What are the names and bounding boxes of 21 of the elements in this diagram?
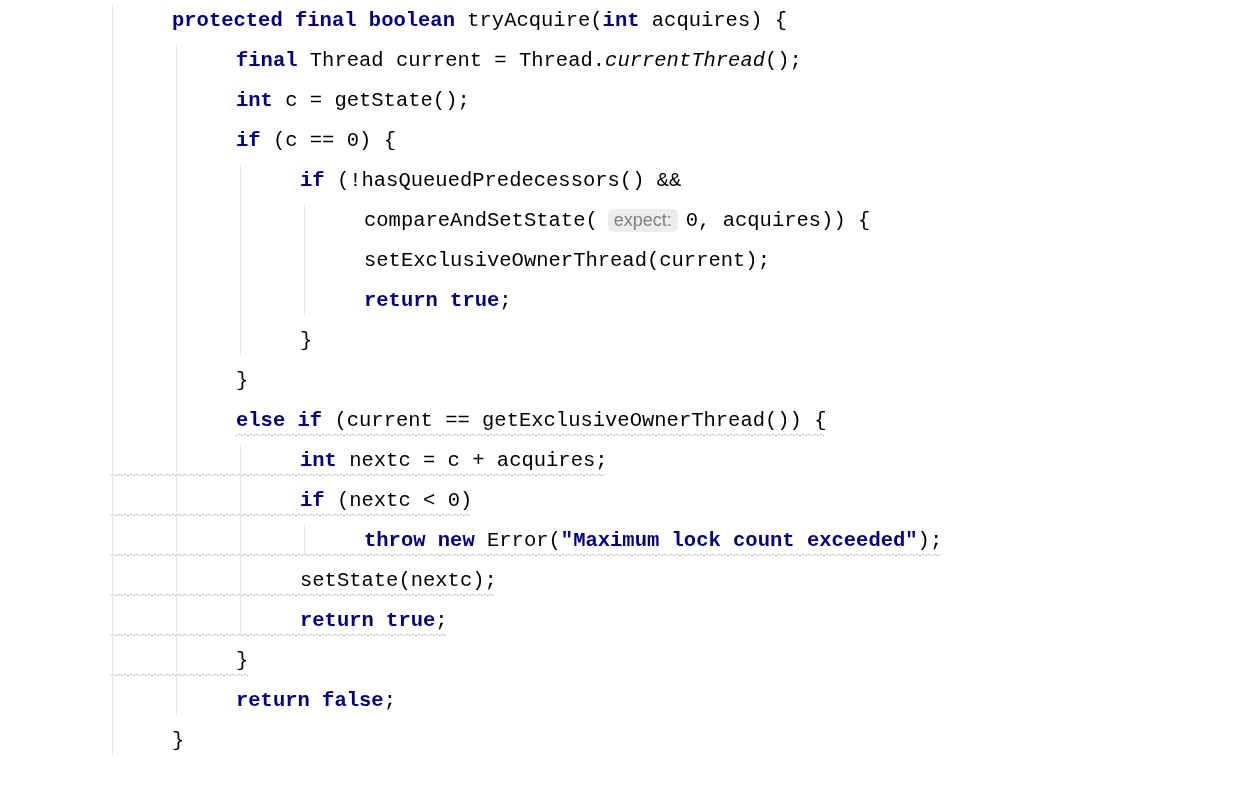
code-line: compareAndSetState( xyxy=(364,208,598,232)
code-line: setExclusiveOwnerThread(current); xyxy=(364,248,770,272)
code-line: int nextc = c + acquires; xyxy=(300,448,608,472)
code-line: if (c == 0) { xyxy=(236,128,396,152)
code-line: setState(nextc); xyxy=(300,568,497,592)
code-line: int c = getState(); xyxy=(236,88,470,112)
parameter-hint: expect: xyxy=(607,208,678,232)
code-line: if (nextc < 0) xyxy=(300,488,473,512)
code-line: else if (current == getExclusiveOwnerThread()) { xyxy=(236,408,827,432)
code-line: } xyxy=(300,328,313,352)
code-line: 0, acquires)) { xyxy=(685,208,871,232)
code-line: final Thread current = Thread.currentThread(); xyxy=(236,48,802,72)
code-line: throw new Error("Maximum lock count exceeded"); xyxy=(364,528,943,552)
code-line: } xyxy=(236,368,249,392)
code-line: } xyxy=(236,648,249,672)
code-line: if (!hasQueuedPredecessors() && xyxy=(300,168,682,192)
code-line: return false; xyxy=(236,688,396,712)
code-line: } xyxy=(172,728,185,752)
code-line: return true; xyxy=(364,288,512,312)
code-line: protected final boolean tryAcquire(int acquires) { xyxy=(172,8,788,32)
code-line: return true; xyxy=(300,608,448,632)
